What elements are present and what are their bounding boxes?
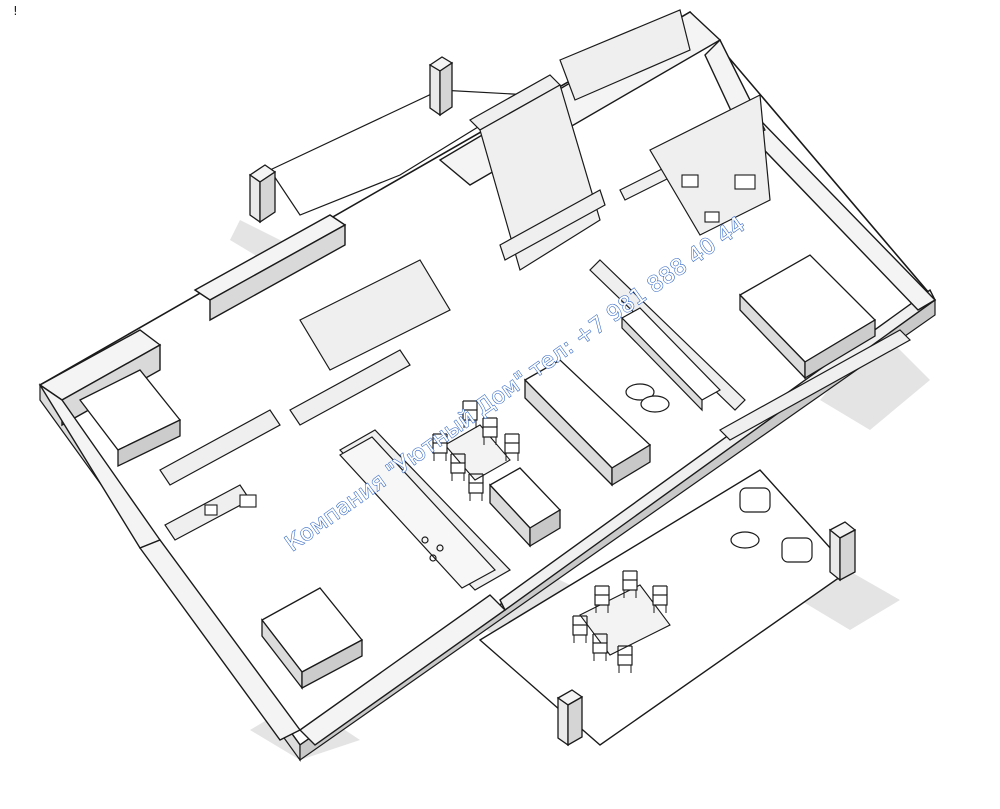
bed-right bbox=[738, 254, 877, 380]
coffee-tables bbox=[625, 383, 760, 549]
kitchen-counter bbox=[339, 436, 496, 589]
corner-mark: ! bbox=[13, 4, 18, 18]
bed-bottom bbox=[261, 587, 363, 690]
dining-set-interior bbox=[432, 400, 520, 502]
armchairs bbox=[739, 487, 813, 563]
bathroom-fixtures bbox=[204, 174, 756, 516]
terrace-pillars bbox=[248, 56, 857, 747]
kitchen-island bbox=[488, 467, 562, 548]
sofa bbox=[523, 359, 652, 487]
bed-left bbox=[79, 369, 182, 468]
bench bbox=[621, 307, 721, 412]
rear-terrace-slab bbox=[269, 89, 532, 216]
dining-set-terrace bbox=[572, 570, 671, 674]
